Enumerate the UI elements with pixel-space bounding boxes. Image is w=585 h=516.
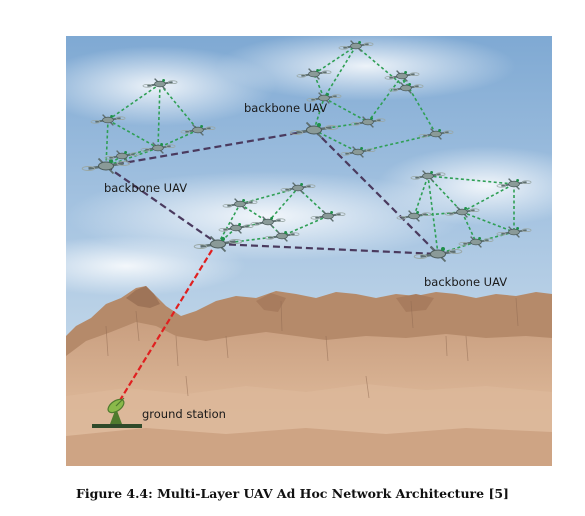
uav-icon-top-7: [418, 128, 454, 140]
satellite-dish-icon: [92, 397, 142, 428]
cluster-link-right-6: [461, 211, 515, 233]
uav-icon-top-2: [338, 40, 374, 52]
uav-icon-mid-1: [222, 198, 258, 210]
cluster-link-mid-5: [239, 203, 269, 223]
uav-icon-right-4: [444, 206, 480, 218]
uav-icon-top-6: [340, 146, 376, 158]
uav-icon-topleft-3: [180, 124, 216, 136]
backbone-link-left-top: [105, 128, 315, 168]
cluster-link-top-5: [367, 75, 403, 123]
cluster-link-top-8: [313, 129, 359, 153]
ground-link-line: [113, 249, 213, 411]
cluster-link-top-11: [323, 45, 357, 99]
uav-nodes: [81, 40, 532, 263]
cluster-link-mid-3: [281, 215, 329, 237]
uav-icon-topleft-4: [140, 142, 176, 154]
uav-icon-topleft-5: [104, 150, 140, 162]
backbone-uav-icon-topleft-0: [81, 157, 131, 175]
uav-icon-mid-6: [218, 222, 254, 234]
ground-link: [113, 249, 213, 411]
cluster-link-top-0: [313, 97, 325, 131]
cluster-link-top-1: [313, 73, 325, 99]
uav-icon-top-3: [384, 70, 420, 82]
network-architecture-figure: backbone UAV backbone UAV backbone UAV g…: [66, 36, 552, 466]
cluster-link-topleft-4: [105, 147, 159, 167]
cluster-link-mid-6: [267, 187, 299, 223]
backbone-links: [105, 128, 439, 256]
backbone-link-top-right: [313, 129, 439, 255]
cluster-link-top-7: [323, 97, 369, 123]
backbone-uav-icon-right-0: [413, 245, 463, 263]
cluster-link-right-8: [413, 175, 429, 217]
label-ground-station: ground station: [142, 407, 226, 421]
uav-icon-top-4: [350, 116, 386, 128]
uav-icon-right-6: [458, 236, 494, 248]
cluster-link-right-7: [461, 183, 515, 213]
badlands-terrain: [66, 286, 552, 466]
cluster-link-mid-8: [217, 227, 237, 245]
cluster-link-topleft-3: [157, 129, 199, 149]
figure-caption: Figure 4.4: Multi-Layer UAV Ad Hoc Netwo…: [76, 486, 509, 501]
backbone-uav-icon-mid-0: [193, 235, 243, 253]
label-backbone-uav-right: backbone UAV: [424, 275, 507, 289]
uav-icon-mid-4: [264, 230, 300, 242]
backbone-link-left-mid: [105, 165, 219, 245]
cluster-link-topleft-0: [105, 119, 109, 167]
backbone-uav-icon-top-0: [289, 121, 339, 139]
cluster-link-mid-0: [217, 203, 241, 245]
cluster-link-right-1: [427, 175, 515, 185]
backbone-link-mid-right: [217, 242, 439, 256]
label-backbone-uav-left: backbone UAV: [104, 181, 187, 195]
uav-icon-right-1: [410, 170, 446, 182]
cluster-link-topleft-2: [159, 83, 199, 131]
uav-icon-mid-3: [310, 210, 346, 222]
uav-icon-topleft-2: [142, 78, 178, 90]
uav-icon-right-5: [396, 210, 432, 222]
cluster-link-topleft-5: [107, 119, 159, 149]
uav-icon-right-3: [496, 226, 532, 238]
diagram-canvas: backbone UAV backbone UAV backbone UAV g…: [66, 36, 552, 466]
uav-icon-top-5: [306, 92, 342, 104]
uav-icon-topleft-1: [90, 114, 126, 126]
cluster-link-right-10: [461, 211, 477, 243]
uav-icon-top-8: [388, 82, 424, 94]
uav-icon-top-1: [296, 68, 332, 80]
uav-icon-mid-5: [250, 216, 286, 228]
cluster-link-right-5: [427, 175, 463, 213]
label-backbone-uav-top: backbone UAV: [244, 101, 327, 115]
uav-icon-mid-2: [280, 182, 316, 194]
uav-icon-right-2: [496, 178, 532, 190]
clouds: [66, 36, 552, 296]
cluster-link-top-2: [313, 45, 357, 75]
